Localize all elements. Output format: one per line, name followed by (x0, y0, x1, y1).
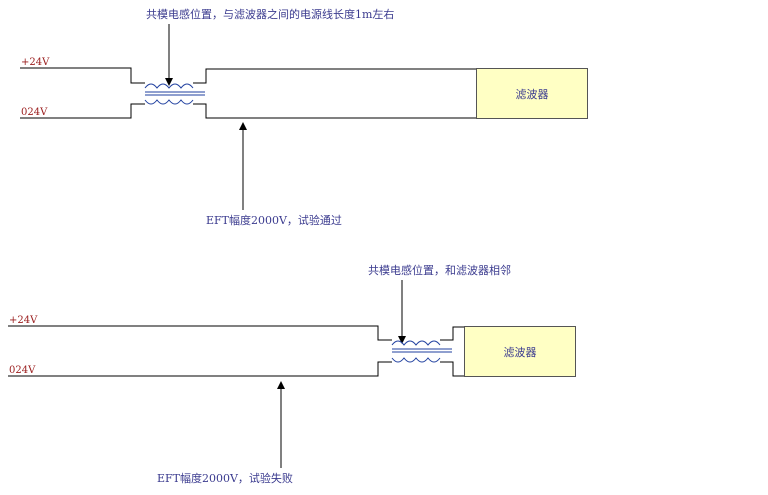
bottom-eft-note: EFT幅度2000V，试验失败 (157, 472, 293, 485)
top-choke (144, 83, 205, 105)
bottom-choke-lower-coil (391, 357, 441, 363)
top-positive-wire-right (193, 68, 476, 84)
top-negative-wire (20, 103, 145, 119)
top-filter-label: 滤波器 (515, 87, 549, 101)
bottom-positive-wire (8, 325, 392, 341)
top-eft-note: EFT幅度2000V，试验通过 (206, 214, 342, 227)
bottom-choke-note: 共模电感位置，和滤波器相邻 (368, 264, 511, 277)
bottom-circuit (8, 280, 464, 468)
top-choke-upper-coil (144, 83, 194, 89)
bottom-choke (391, 340, 452, 363)
bottom-filter-box: 滤波器 (464, 326, 576, 377)
bottom-filter-label: 滤波器 (503, 345, 537, 359)
bottom-negative-wire-right (440, 361, 464, 377)
top-filter-box: 滤波器 (476, 68, 588, 119)
top-negative-wire-right (193, 103, 476, 119)
top-circuit (20, 24, 476, 210)
bottom-negative-wire (8, 361, 392, 377)
top-positive-wire (20, 67, 145, 84)
bottom-negative-rail-label: 024V (9, 365, 36, 376)
bottom-positive-wire-right (440, 326, 464, 341)
top-choke-note: 共模电感位置，与滤波器之间的电源线长度1m左右 (146, 8, 395, 21)
top-choke-lower-coil (144, 99, 194, 105)
top-positive-rail-label: +24V (21, 57, 50, 68)
bottom-choke-upper-coil (391, 340, 441, 346)
bottom-positive-rail-label: +24V (9, 315, 38, 326)
top-negative-rail-label: 024V (21, 107, 48, 118)
